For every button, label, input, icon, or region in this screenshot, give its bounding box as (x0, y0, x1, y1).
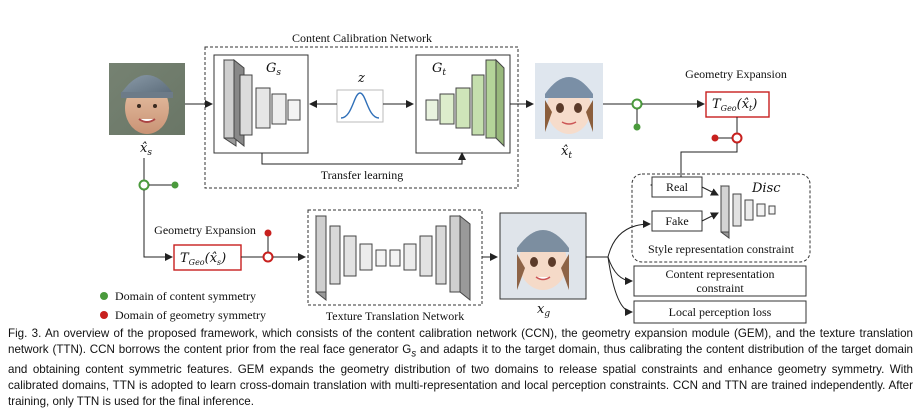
xs-label: x̂ (140, 141, 148, 156)
green-dot-top (633, 123, 641, 131)
xt-label: x̂ (561, 144, 569, 159)
geo-top-formula: TGeo(x̂t) (712, 97, 757, 113)
green-node-top (631, 98, 643, 110)
content-box (633, 265, 807, 297)
xg-sub: g (544, 309, 550, 319)
legend-content: Domain of content symmetry (115, 289, 256, 303)
style-label: Style representation constraint (648, 242, 795, 256)
real-label: Real (666, 180, 689, 194)
legend-red-dot (100, 311, 108, 319)
arrow-to-fake (607, 220, 651, 258)
arrow-to-local (607, 256, 633, 316)
gs-box (213, 54, 309, 154)
arrow-to-geo-left (143, 190, 173, 261)
transfer-label: Transfer learning (321, 168, 404, 182)
svg-text:Gs: Gs (266, 61, 281, 78)
discriminator (720, 185, 776, 239)
local-label: Local perception loss (669, 305, 772, 319)
geo-top-title: Geometry Expansion (685, 67, 787, 81)
svg-text:xg: xg (537, 302, 550, 319)
red-node-top (731, 132, 743, 144)
green-dot-left (171, 181, 179, 189)
content-label-2: constraint (696, 281, 744, 295)
green-node-left (138, 179, 150, 191)
content-label-1: Content representation (666, 267, 775, 281)
geo-left-box (173, 244, 242, 271)
red-node-left (262, 251, 274, 263)
fake-label: Fake (665, 214, 688, 228)
gs-label: G (266, 61, 276, 76)
generated-face-image (499, 212, 587, 300)
gt-sub: t (442, 68, 446, 78)
real-face-image (109, 63, 185, 135)
ttn-generator (315, 214, 471, 302)
arrow-to-content (607, 256, 633, 285)
ccn-box (204, 46, 519, 189)
gt-generator (425, 58, 505, 148)
gs-sub: s (276, 68, 281, 78)
caption-prefix: Fig. 3. (8, 327, 42, 340)
xt-sub: t (568, 151, 572, 161)
ttn-title: Texture Translation Network (326, 309, 464, 323)
z-label: z (357, 71, 365, 86)
legend-green-dot (100, 292, 108, 300)
ccn-title: Content Calibration Network (292, 31, 432, 45)
gs-generator (223, 58, 301, 148)
transfer-arrow (261, 152, 466, 165)
xs-sub: s (147, 148, 152, 158)
arrow-fake-to-disc (701, 212, 719, 222)
caption-text: An overview of the proposed framework, w… (8, 327, 914, 356)
framework-figure: Content Calibration Network Gs z Gt Tran… (100, 31, 811, 324)
caption-gs-sub: s (411, 348, 417, 360)
caption-text-2: and adapts it to the target domain, thus… (8, 343, 913, 409)
gt-label: G (432, 61, 442, 76)
svg-text:x̂s: x̂s (140, 141, 152, 158)
figure-caption: Fig. 3. An overview of the proposed fram… (8, 326, 913, 410)
svg-text:Gt: Gt (432, 61, 446, 78)
geo-left-formula: TGeo(x̂s) (180, 251, 226, 267)
local-box (633, 300, 807, 324)
anime-face-image (535, 63, 603, 139)
red-dot-left (264, 229, 272, 237)
arrow-real-to-disc (701, 186, 719, 196)
disc-label: Disc (751, 181, 781, 196)
red-dot-top (711, 134, 719, 142)
xg-label: x (537, 302, 545, 317)
style-box (631, 173, 811, 263)
svg-text:x̂t: x̂t (561, 144, 572, 161)
geo-left-title: Geometry Expansion (154, 223, 256, 237)
legend-geometry: Domain of geometry symmetry (115, 308, 266, 322)
gaussian-curve (340, 92, 380, 119)
